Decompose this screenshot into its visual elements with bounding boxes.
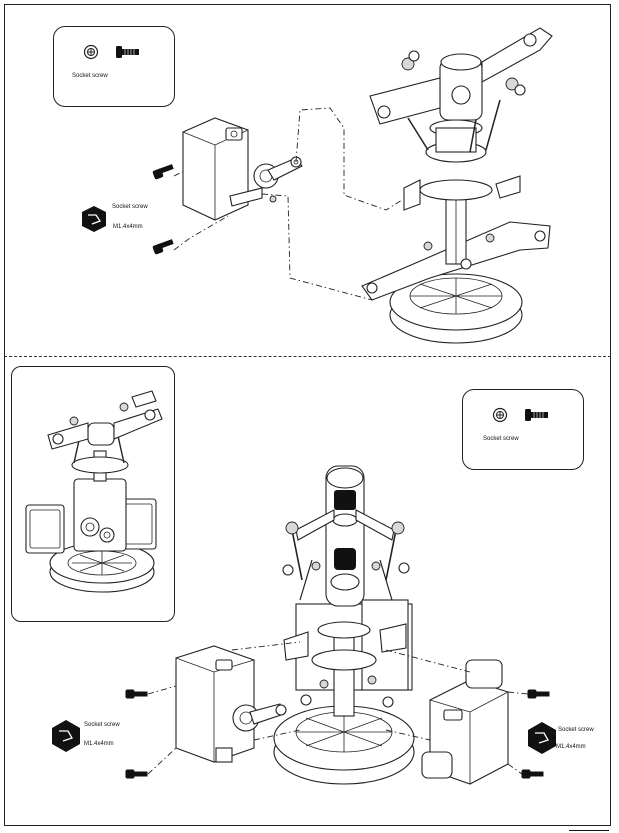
- assembled-rotor-head-drawing: [25, 390, 163, 593]
- assembled-view-inset: [11, 366, 175, 622]
- step1-servo-drawing: [182, 117, 303, 221]
- socket-screw-icon: [125, 769, 148, 779]
- screw-legend-callout-bottom: Socket screw: [462, 389, 584, 470]
- step-divider: [4, 356, 611, 357]
- socket-screw-side-icon: [525, 409, 548, 421]
- step2-right-servo-drawing: [421, 659, 509, 785]
- panel2-right-screw-label: Socket screw: [558, 727, 594, 733]
- hex-wrench-badge-icon: [52, 720, 80, 752]
- panel2-right-screw-size: M1.4x4mm: [556, 744, 586, 750]
- socket-screw-icon: [152, 239, 174, 255]
- step1-rotor-head-drawing: [361, 27, 553, 344]
- socket-screw-icon: [521, 769, 544, 779]
- hex-wrench-badge-icon: [528, 722, 556, 754]
- panel2-left-screw-label: Socket screw: [84, 722, 120, 728]
- socket-screw-icon: [125, 689, 148, 699]
- page-footer-rule: [569, 830, 609, 831]
- step2-rotor-head-drawing: [273, 465, 415, 785]
- socket-screw-head-icon: [83, 44, 99, 60]
- socket-screw-head-icon: [492, 407, 508, 423]
- panel1-screw-label: Socket screw: [112, 204, 148, 210]
- callout-screw-label: Socket screw: [72, 73, 108, 79]
- manual-page-frame: [4, 4, 611, 826]
- socket-screw-side-icon: [116, 46, 139, 58]
- step2-left-servo-drawing: [175, 645, 287, 763]
- screw-legend-callout-top: Socket screw: [53, 26, 175, 107]
- panel2-left-screw-size: M1.4x4mm: [84, 741, 114, 747]
- callout-screw-label: Socket screw: [483, 436, 519, 442]
- hex-wrench-badge-icon: [82, 206, 106, 232]
- socket-screw-icon: [527, 689, 550, 699]
- socket-screw-icon: [152, 164, 174, 180]
- panel1-screw-size: M1.4x4mm: [113, 224, 143, 230]
